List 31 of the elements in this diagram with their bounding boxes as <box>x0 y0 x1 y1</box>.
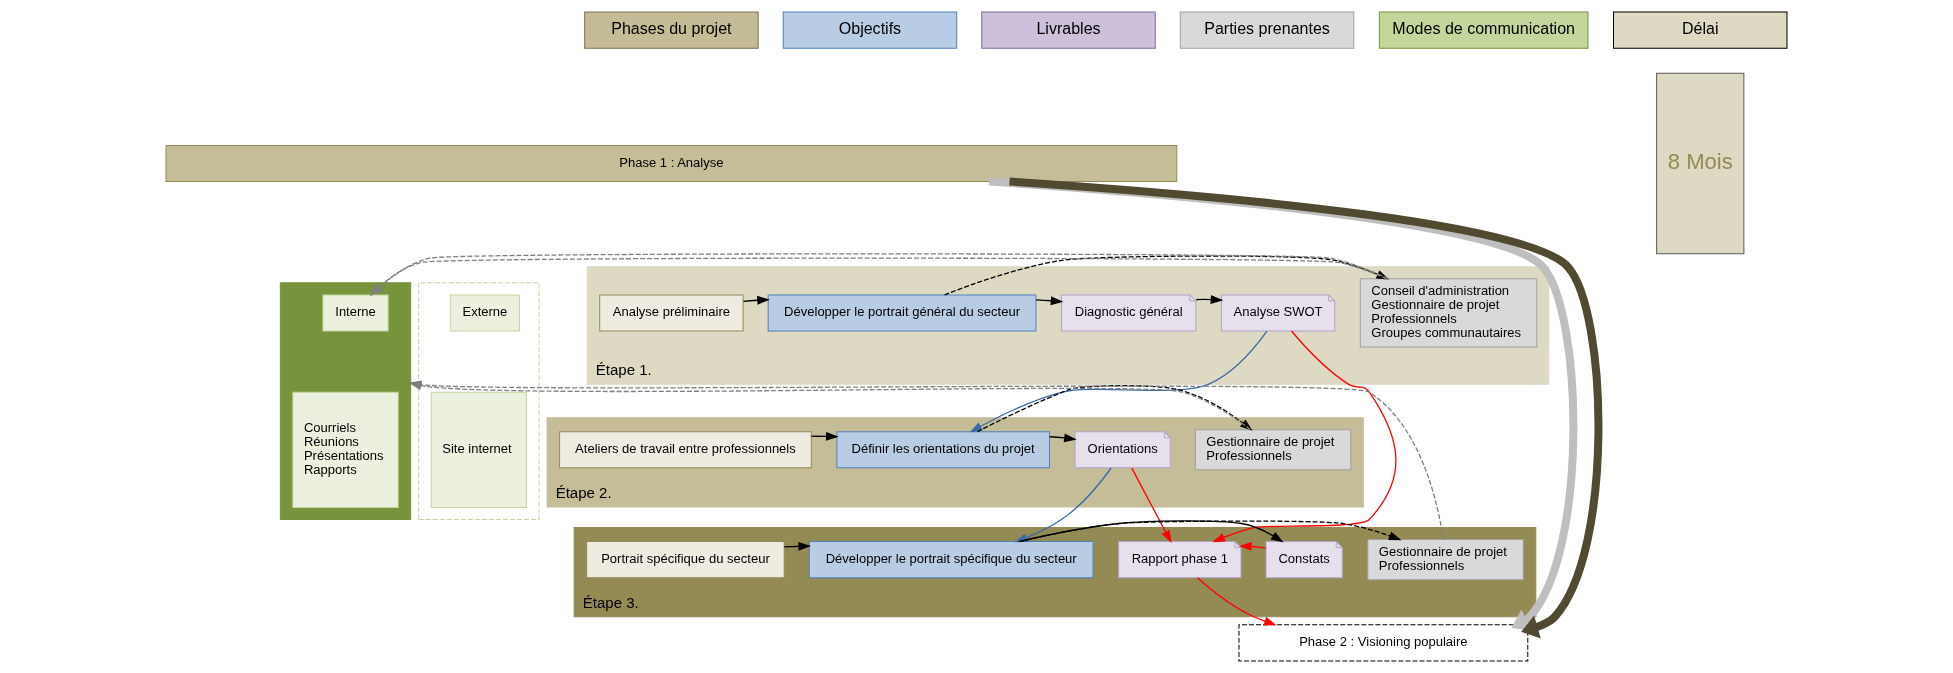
node-box: Ateliers de travail entre professionnels <box>559 431 812 469</box>
node-box: Objectifs <box>782 11 958 49</box>
node-box: Portrait spécifique du secteur <box>586 541 785 579</box>
arrow <box>1239 541 1267 551</box>
node-box: Développer le portrait spécifique du secteur <box>808 541 1094 579</box>
arrow <box>1035 296 1064 306</box>
node-box: Site internet <box>430 391 527 508</box>
node-box: Conseil d'administration Gestionnaire de projet Professionnels Groupes communautaires <box>1359 278 1538 348</box>
node-box: Délai <box>1613 11 1788 49</box>
node-box: Gestionnaire de projet Professionnels <box>1194 429 1352 471</box>
arrow <box>742 295 770 305</box>
arrow <box>1018 520 1402 543</box>
node-box: Phase 1 : Analyse <box>165 144 1178 183</box>
arrow <box>1196 577 1277 626</box>
node-box: Interne <box>322 294 389 332</box>
node-box: Analyse préliminaire <box>599 294 744 332</box>
node-box: Gestionnaire de projet Professionnels <box>1367 539 1524 581</box>
node-box: Livrables <box>981 11 1156 49</box>
node-box: Modes de communication <box>1378 11 1589 49</box>
node-box: Définir les orientations du projet <box>836 431 1050 469</box>
cluster <box>418 282 540 520</box>
node-box: Parties prenantes <box>1179 11 1355 49</box>
node-box: Phase 2 : Visioning populaire <box>1238 624 1529 662</box>
arrow <box>1212 330 1397 543</box>
node-box: Externe <box>449 294 520 332</box>
arrow <box>1049 433 1077 443</box>
node-box: Phases du projet <box>584 11 759 49</box>
node-box: Courriels Réunions Présentations Rapports <box>292 391 399 508</box>
arrow <box>1131 467 1172 544</box>
node-box: Développer le portrait général du secteur <box>767 294 1037 332</box>
node-box: 8 Mois <box>1656 72 1745 255</box>
